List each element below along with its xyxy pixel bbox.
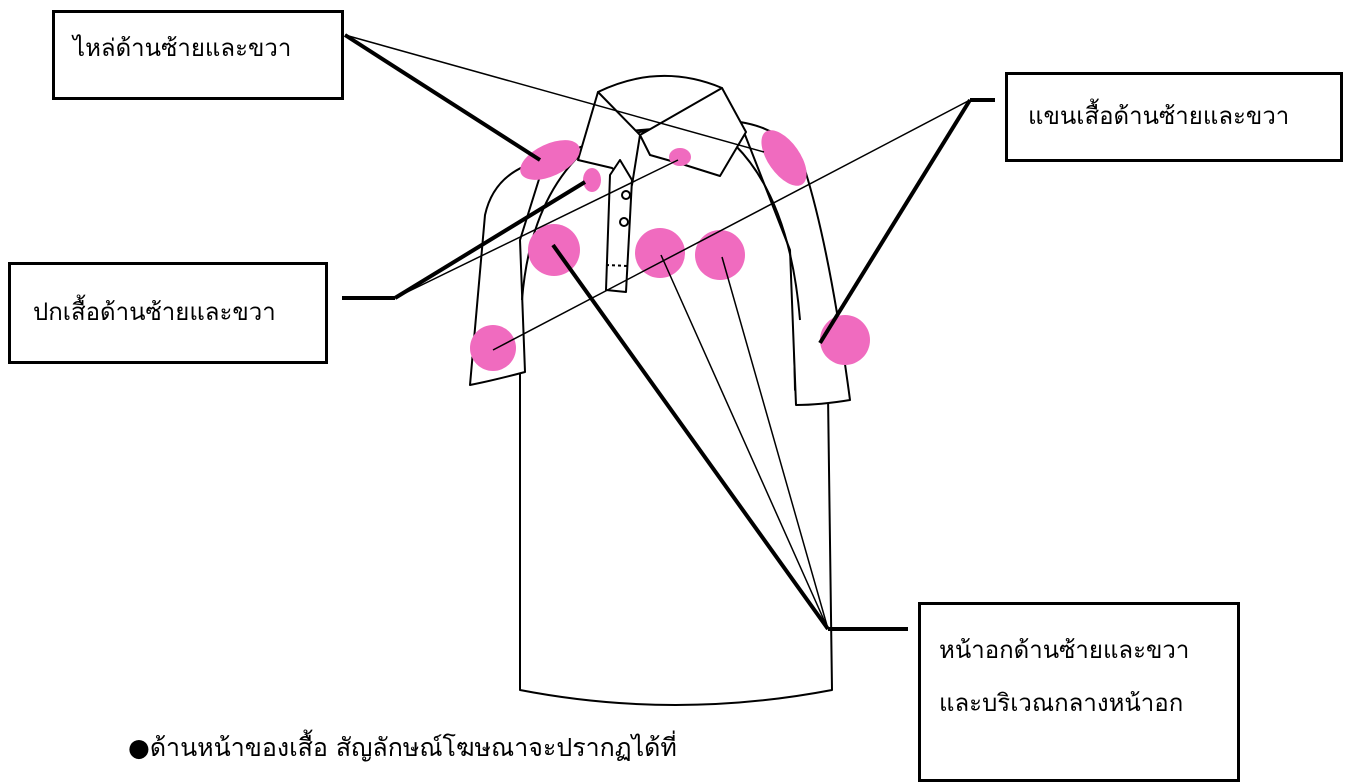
- button-2: [619, 217, 629, 227]
- marker-chest-right: [695, 230, 745, 280]
- leader-lines: [342, 33, 995, 631]
- marker-left-shoulder: [520, 140, 580, 180]
- button-1: [621, 190, 631, 200]
- label-collar-box: ปกเสื้อด้านซ้ายและขวา: [8, 262, 328, 364]
- label-chest-box: หน้าอกด้านซ้ายและขวา และบริเวณกลางหน้าอก: [918, 602, 1240, 782]
- label-chest-line1: หน้าอกด้านซ้ายและขวา: [939, 636, 1190, 664]
- marker-right-sleeve: [820, 315, 870, 365]
- marker-left-collar: [583, 168, 601, 192]
- caption-text: ●ด้านหน้าของเสื้อ สัญลักษณ์โฆษณาจะปรากฏไ…: [128, 733, 677, 762]
- label-sleeves-box: แขนเสื้อด้านซ้ายและขวา: [1005, 72, 1343, 162]
- shirt-right-seam: [734, 144, 801, 321]
- label-sleeves: แขนเสื้อด้านซ้ายและขวา: [1028, 102, 1290, 130]
- label-shoulders: ไหล่ด้านซ้ายและขวา: [73, 34, 292, 62]
- label-shoulders-box: ไหล่ด้านซ้ายและขวา: [52, 10, 344, 100]
- marker-right-shoulder: [761, 130, 807, 186]
- label-collar: ปกเสื้อด้านซ้ายและขวา: [33, 298, 276, 326]
- marker-chest-center: [635, 228, 685, 278]
- marker-chest-left: [528, 224, 580, 276]
- label-chest-line2: และบริเวณกลางหน้าอก: [939, 689, 1184, 718]
- marker-left-sleeve: [470, 325, 516, 371]
